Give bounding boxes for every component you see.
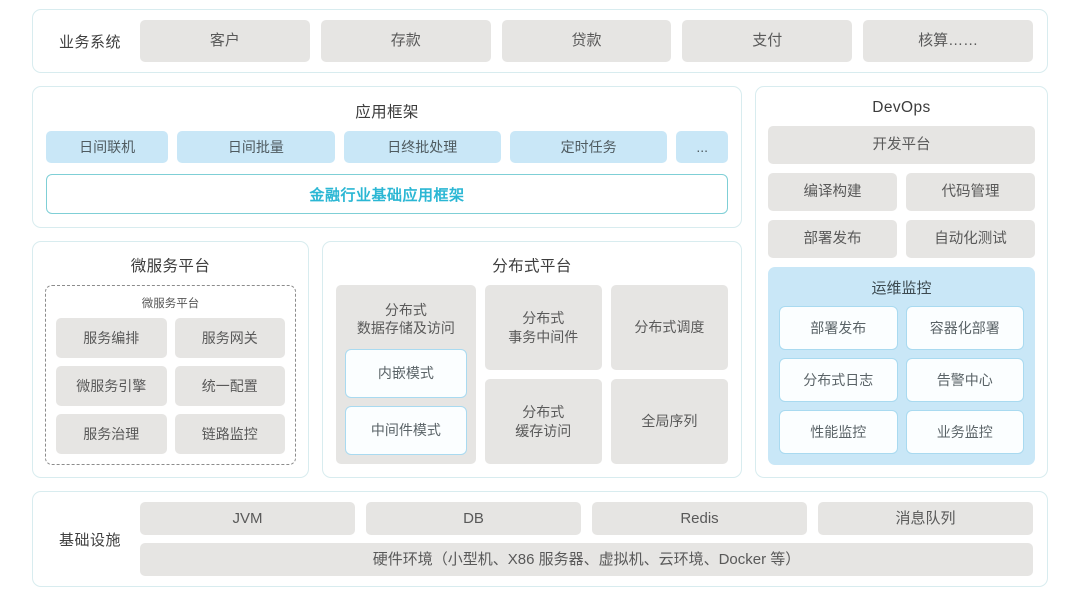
infra-item-redis[interactable]: Redis (592, 502, 807, 535)
application-framework-chips: 日间联机 日间批量 日终批处理 定时任务 ... (46, 131, 729, 163)
appfw-chip-eod-batch[interactable]: 日终批处理 (343, 131, 501, 163)
middle-section: 应用框架 日间联机 日间批量 日终批处理 定时任务 ... 金融行业基础应用框架… (32, 86, 1048, 478)
ops-item-performance-monitor[interactable]: 性能监控 (779, 410, 898, 454)
dist-item-scheduling[interactable]: 分布式调度 (610, 285, 728, 370)
distributed-platform-card: 分布式平台 分布式 数据存储及访问 内嵌模式 中间件模式 (322, 241, 742, 478)
business-system-customer[interactable]: 客户 (140, 20, 310, 62)
business-system-deposit[interactable]: 存款 (320, 20, 491, 62)
appfw-chip-more[interactable]: ... (676, 131, 729, 163)
distributed-platform-body: 分布式 数据存储及访问 内嵌模式 中间件模式 分布式 事务中间件 (336, 285, 728, 464)
dist-item-cache-access-line2: 缓存访问 (515, 422, 572, 439)
ops-monitor-title: 运维监控 (871, 280, 932, 297)
infrastructure-label: 基础设施 (58, 531, 121, 549)
ops-monitor-grid: 部署发布 容器化部署 分布式日志 告警中心 性能监控 业务监控 (779, 306, 1024, 454)
platforms-row: 微服务平台 微服务平台 服务编排 服务网关 微服务引擎 统一配置 服务治理 链路… (32, 241, 742, 478)
devops-card: DevOps 开发平台 编译构建 代码管理 部署发布 自动化测试 运维监控 部署… (755, 86, 1048, 478)
business-system-accounting[interactable]: 核算…… (863, 20, 1033, 62)
appfw-chip-daytime-online[interactable]: 日间联机 (46, 131, 169, 163)
micro-item-service-gateway[interactable]: 服务网关 (174, 318, 285, 358)
application-framework-card: 应用框架 日间联机 日间批量 日终批处理 定时任务 ... 金融行业基础应用框架 (32, 86, 742, 228)
middle-left-column: 应用框架 日间联机 日间批量 日终批处理 定时任务 ... 金融行业基础应用框架… (32, 86, 742, 478)
dist-item-cache-access[interactable]: 分布式 缓存访问 (484, 379, 602, 464)
dist-item-transaction-middleware-line1: 分布式 (522, 310, 565, 327)
distributed-platform-title: 分布式平台 (492, 258, 572, 275)
micro-item-unified-config[interactable]: 统一配置 (174, 366, 285, 406)
appfw-chip-scheduled-task[interactable]: 定时任务 (509, 131, 668, 163)
ops-item-distributed-log[interactable]: 分布式日志 (779, 358, 898, 402)
application-framework-title: 应用框架 (355, 104, 419, 121)
infra-item-message-queue[interactable]: 消息队列 (818, 502, 1033, 535)
ops-item-business-monitor[interactable]: 业务监控 (905, 410, 1024, 454)
microservice-platform-inner-box: 微服务平台 服务编排 服务网关 微服务引擎 统一配置 服务治理 链路监控 (45, 285, 296, 465)
devops-item-build[interactable]: 编译构建 (768, 173, 897, 211)
storage-mode-embedded[interactable]: 内嵌模式 (345, 348, 467, 398)
infrastructure-row: 基础设施 JVM DB Redis 消息队列 硬件环境（小型机、X86 服务器、… (32, 491, 1048, 587)
devops-title: DevOps (872, 99, 931, 116)
distributed-platform-grid: 分布式 事务中间件 分布式调度 分布式 缓存访问 (484, 285, 728, 464)
distributed-storage-title-line2: 数据存储及访问 (356, 319, 455, 336)
dist-item-transaction-middleware-line2: 事务中间件 (508, 328, 579, 345)
business-system-payment[interactable]: 支付 (682, 20, 853, 62)
storage-mode-middleware[interactable]: 中间件模式 (345, 405, 467, 455)
infrastructure-stack: JVM DB Redis 消息队列 硬件环境（小型机、X86 服务器、虚拟机、云… (140, 502, 1033, 576)
infra-hardware-environment[interactable]: 硬件环境（小型机、X86 服务器、虚拟机、云环境、Docker 等） (140, 543, 1033, 576)
financial-base-framework-banner[interactable]: 金融行业基础应用框架 (46, 174, 728, 214)
microservice-platform-card: 微服务平台 微服务平台 服务编排 服务网关 微服务引擎 统一配置 服务治理 链路… (32, 241, 309, 478)
microservice-platform-inner-title: 微服务平台 (141, 298, 200, 310)
micro-item-link-monitoring[interactable]: 链路监控 (174, 414, 285, 454)
ops-item-deploy-release[interactable]: 部署发布 (779, 306, 898, 350)
business-systems-row: 业务系统 客户 存款 贷款 支付 核算…… (32, 9, 1048, 73)
distributed-storage-title: 分布式 数据存储及访问 (345, 293, 467, 349)
devops-item-code-management[interactable]: 代码管理 (906, 173, 1035, 211)
appfw-chip-daytime-batch[interactable]: 日间批量 (177, 131, 335, 163)
infrastructure-items-row: JVM DB Redis 消息队列 (140, 502, 1033, 535)
ops-item-containerized-deploy[interactable]: 容器化部署 (905, 306, 1024, 350)
devops-item-deploy-release[interactable]: 部署发布 (768, 220, 897, 258)
micro-item-service-governance[interactable]: 服务治理 (56, 414, 167, 454)
distributed-storage-title-line1: 分布式 (384, 302, 427, 318)
infra-item-jvm[interactable]: JVM (140, 502, 355, 535)
devops-item-automated-testing[interactable]: 自动化测试 (906, 220, 1035, 258)
microservice-platform-grid: 服务编排 服务网关 微服务引擎 统一配置 服务治理 链路监控 (56, 318, 285, 454)
distributed-storage-column[interactable]: 分布式 数据存储及访问 内嵌模式 中间件模式 (336, 285, 476, 464)
business-system-loan[interactable]: 贷款 (501, 20, 672, 62)
micro-item-service-orchestration[interactable]: 服务编排 (56, 318, 167, 358)
devops-column: DevOps 开发平台 编译构建 代码管理 部署发布 自动化测试 运维监控 部署… (755, 86, 1048, 478)
micro-item-microservice-engine[interactable]: 微服务引擎 (56, 366, 167, 406)
dist-item-cache-access-line1: 分布式 (522, 404, 565, 421)
ops-monitor-panel: 运维监控 部署发布 容器化部署 分布式日志 告警中心 性能监控 业务监控 (768, 267, 1035, 465)
ops-item-alert-center[interactable]: 告警中心 (905, 358, 1024, 402)
business-systems-label: 业务系统 (58, 33, 121, 51)
microservice-platform-title: 微服务平台 (130, 258, 211, 275)
devops-items-grid: 编译构建 代码管理 部署发布 自动化测试 (768, 173, 1035, 258)
devops-dev-platform[interactable]: 开发平台 (768, 126, 1035, 164)
dist-item-transaction-middleware[interactable]: 分布式 事务中间件 (484, 285, 602, 370)
infra-item-db[interactable]: DB (366, 502, 581, 535)
dist-item-global-sequence[interactable]: 全局序列 (610, 379, 728, 464)
